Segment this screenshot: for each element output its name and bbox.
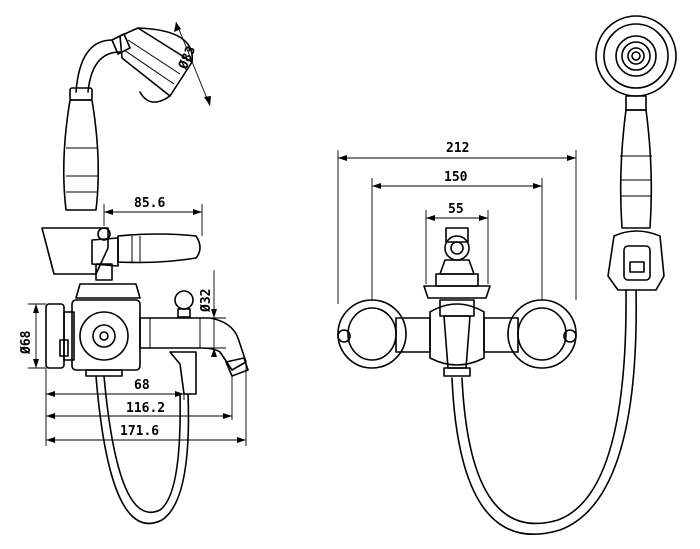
- side-handshower-grip: [62, 87, 100, 211]
- dim-spout-diameter-label: Ø32: [199, 289, 214, 313]
- front-right-handle: [483, 299, 577, 369]
- dim-handle-reach: 85.6: [103, 196, 203, 236]
- side-shower-head: [111, 27, 193, 103]
- dim-overall-projection-label: 171.6: [120, 424, 159, 439]
- side-diverter-knob: [174, 290, 194, 318]
- dim-flange-diameter-label: Ø68: [19, 330, 34, 355]
- dim-overall-projection: 171.6: [46, 424, 246, 443]
- front-diverter-knob: [439, 227, 475, 275]
- side-hose-upper: [75, 39, 121, 93]
- dim-body-depth: 68: [46, 378, 184, 397]
- front-left-handle: [337, 299, 431, 369]
- front-hose-loop: [451, 289, 637, 535]
- side-lever-handle: [91, 227, 201, 267]
- front-view: 212 150 55: [337, 15, 677, 535]
- dim-handle-reach-label: 85.6: [134, 196, 165, 211]
- dim-diverter-width: 55: [425, 202, 489, 284]
- dim-shower-head: Ø83: [174, 21, 211, 107]
- dim-spout-projection: 116.2: [46, 401, 232, 419]
- dim-centers-label: 150: [444, 170, 468, 185]
- side-hose-loop: [95, 375, 190, 525]
- front-hand-shower: [595, 15, 677, 229]
- front-central-body: [423, 273, 491, 377]
- side-holder-bracket: [41, 227, 109, 275]
- side-wall-flange: [45, 303, 75, 369]
- front-holder-bracket: [607, 230, 665, 291]
- dim-shower-head-label: Ø83: [176, 44, 200, 72]
- dim-diverter-width-label: 55: [448, 202, 464, 217]
- dim-flange-diameter: Ø68: [19, 303, 46, 369]
- dim-overall-width-label: 212: [446, 141, 469, 156]
- dim-overall-width: 212: [337, 141, 577, 304]
- dim-centers: 150: [371, 170, 543, 300]
- dim-body-depth-label: 68: [134, 378, 150, 393]
- side-view: Ø83 85.6 Ø32 Ø68: [19, 21, 249, 525]
- dim-spout-projection-label: 116.2: [126, 401, 165, 416]
- side-valve-body: [71, 263, 141, 377]
- dim-spout-diameter: Ø32: [199, 270, 226, 357]
